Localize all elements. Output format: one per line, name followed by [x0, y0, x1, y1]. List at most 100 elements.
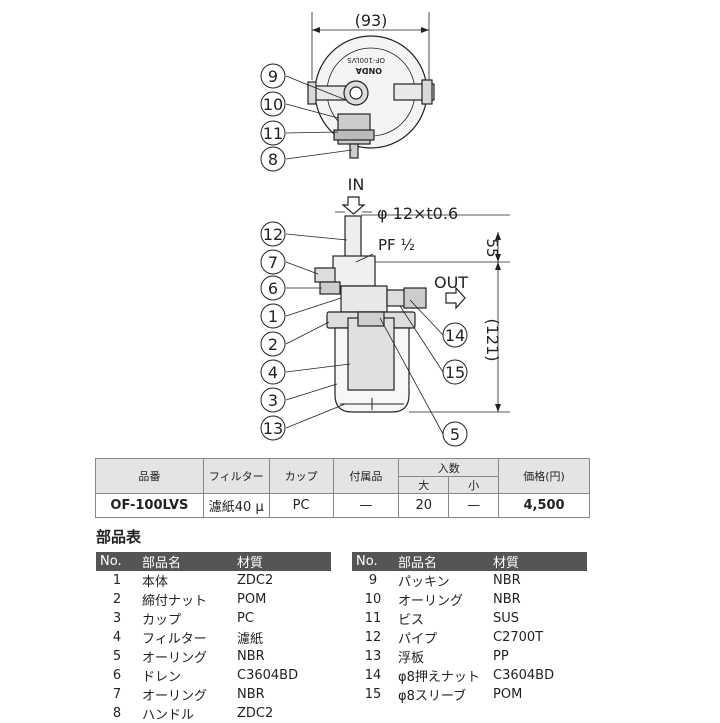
part-material: ZDC2 [237, 706, 274, 721]
part-no: 4 [112, 630, 122, 645]
part-name: パッキン [398, 575, 450, 590]
header-cup: カップ [268, 458, 334, 494]
callout-3: 3 [268, 391, 278, 410]
part-name: フィルター [142, 632, 207, 647]
part-material: C2700T [493, 630, 544, 645]
value-price: 4,500 [498, 493, 590, 518]
callout-7: 7 [268, 253, 278, 272]
part-name: オーリング [142, 651, 208, 666]
part-material: C3604BD [493, 668, 555, 683]
dimension-thread: PF ½ [378, 236, 415, 254]
part-no: 13 [364, 649, 382, 664]
header-quantity: 入数 [398, 458, 500, 477]
part-name: ドレン [142, 670, 182, 685]
callout-10: 10 [263, 95, 283, 114]
parts-header-no: No. [352, 552, 394, 571]
part-name: オーリング [142, 689, 208, 704]
top-view: OF-100LVS ONDA [285, 12, 435, 160]
part-no: 7 [112, 687, 122, 702]
part-no: 15 [364, 687, 382, 702]
part-material: NBR [237, 649, 265, 664]
table-row: 5 オーリング NBR [96, 647, 331, 666]
part-no: 14 [364, 668, 382, 683]
part-name: 本体 [142, 575, 169, 590]
part-name: ビス [398, 613, 425, 628]
part-material: PC [237, 611, 254, 626]
part-material: ZDC2 [237, 573, 274, 588]
front-callouts-left: 12 7 6 1 2 4 3 13 [260, 221, 286, 441]
table-row: OF-100LVS 濾紙40 μ PC — 20 — 4,500 [95, 493, 590, 518]
header-qty-small: 小 [448, 476, 500, 494]
callout-2: 2 [268, 335, 278, 354]
table-row: 12 パイプ C2700T [352, 628, 587, 647]
part-name: ハンドル [142, 708, 195, 723]
value-part-no: OF-100LVS [95, 493, 204, 518]
part-name: 浮板 [398, 651, 425, 666]
callout-12: 12 [263, 225, 283, 244]
callout-9: 9 [268, 67, 278, 86]
parts-header-material: 材質 [489, 552, 587, 571]
part-material: NBR [493, 573, 521, 588]
part-name: カップ [142, 613, 182, 628]
brand-mark: ONDA [355, 66, 382, 75]
part-material: C3604BD [237, 668, 299, 683]
table-row: 10 オーリング NBR [352, 590, 587, 609]
callout-13: 13 [263, 419, 283, 438]
part-material: 濾紙 [237, 632, 264, 647]
table-row: 9 パッキン NBR [352, 571, 587, 590]
part-no: 10 [364, 592, 382, 607]
header-price: 価格(円) [498, 458, 590, 494]
part-name: パイプ [398, 632, 438, 647]
part-material: NBR [493, 592, 521, 607]
header-accessories: 付属品 [332, 458, 400, 494]
dimension-width: (93) [355, 11, 388, 30]
callout-15: 15 [445, 363, 465, 382]
header-part-no: 品番 [95, 458, 204, 494]
callout-14: 14 [445, 326, 465, 345]
callout-6: 6 [268, 279, 278, 298]
parts-header-name: 部品名 [394, 552, 489, 571]
dimension-55: 55 [483, 238, 501, 257]
part-no: 5 [112, 649, 122, 664]
value-cup: PC [268, 493, 334, 518]
parts-list-title: 部品表 [96, 528, 142, 546]
label-out: OUT [434, 273, 468, 292]
value-qty-large: 20 [398, 493, 450, 518]
table-row: 4 フィルター 濾紙 [96, 628, 331, 647]
value-accessories: — [332, 493, 400, 518]
value-qty-small: — [448, 493, 500, 518]
label-in: IN [348, 175, 365, 194]
table-row: 13 浮板 PP [352, 647, 587, 666]
parts-header-no: No. [96, 552, 138, 571]
value-filter: 濾紙40 μ [202, 493, 270, 518]
part-no: 6 [112, 668, 122, 683]
front-view [285, 196, 510, 435]
dimension-pipe: φ 12×t0.6 [377, 204, 458, 223]
part-material: NBR [237, 687, 265, 702]
dimension-121: (121) [483, 318, 502, 361]
parts-header-material: 材質 [233, 552, 331, 571]
part-no: 12 [364, 630, 382, 645]
header-qty-large: 大 [398, 476, 450, 494]
part-name: φ8押えナット [398, 670, 480, 685]
part-material: PP [493, 649, 509, 664]
callout-1: 1 [268, 307, 278, 326]
part-no: 9 [368, 573, 378, 588]
part-name: オーリング [398, 594, 464, 609]
header-filter: フィルター [202, 458, 270, 494]
svg-text:OF-100LVS: OF-100LVS [347, 56, 385, 64]
front-callouts-right: 14 15 5 [442, 322, 468, 447]
table-row: 6 ドレン C3604BD [96, 666, 331, 685]
table-row: 14 φ8押えナット C3604BD [352, 666, 587, 685]
part-no: 11 [364, 611, 382, 626]
callout-4: 4 [268, 363, 278, 382]
top-callouts: 9 10 11 8 [260, 63, 286, 172]
part-no: 2 [112, 592, 122, 607]
table-row: 7 オーリング NBR [96, 685, 331, 704]
